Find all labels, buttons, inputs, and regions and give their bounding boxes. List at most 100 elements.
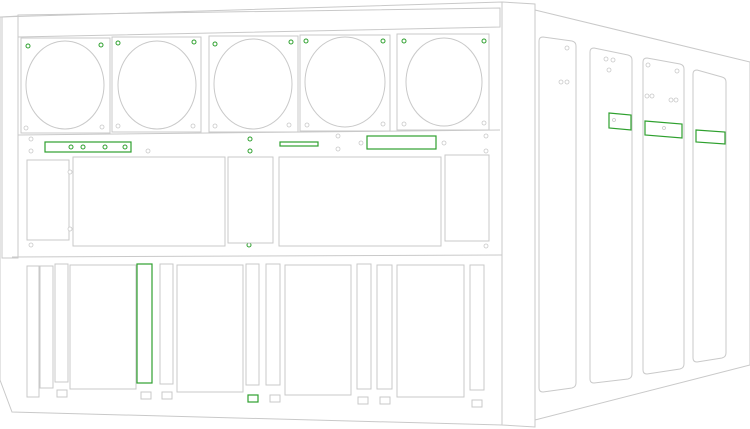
side-slots [538,36,727,393]
side-handle[interactable] [695,129,726,145]
drive-bay[interactable] [376,264,393,390]
screw [645,62,651,68]
drive-bay[interactable] [396,264,465,398]
drive-bay[interactable] [69,264,137,390]
middle-section [26,133,490,249]
front-panel-outline [0,1,503,426]
module-bay[interactable] [72,156,226,247]
screw [67,226,73,232]
drive-bay[interactable] [26,265,40,398]
screw [662,126,666,130]
fan-1-rotor [25,40,105,130]
drive-bay[interactable] [176,264,244,393]
fan-screw [99,124,105,130]
module-bay[interactable] [278,156,442,247]
screw [674,68,680,74]
module-bay[interactable] [26,159,70,241]
indicator-led [247,136,253,142]
screw [558,79,564,85]
fan-screw [380,38,386,44]
fan-screw [212,123,218,129]
latch[interactable] [140,391,152,400]
latch[interactable] [269,394,281,403]
screw [668,97,674,103]
screw [564,79,570,85]
fan-1 [20,37,111,134]
lower-section [26,263,485,408]
screw [564,45,570,51]
indicator-strip[interactable] [44,141,132,153]
fan-screw [380,121,386,127]
screw [610,57,616,63]
fan-screw [115,123,121,129]
drive-bay[interactable] [245,263,260,386]
fan-2 [111,36,202,133]
fan-screw [401,38,407,44]
screw [612,118,616,122]
fan-screw [25,43,31,49]
module-bay[interactable] [444,154,490,242]
side-handle[interactable] [608,112,632,131]
indicator-led [247,148,253,154]
label-panel[interactable] [366,135,437,150]
side-handle[interactable] [644,120,683,139]
fan-screw [481,120,487,126]
screw [335,133,341,139]
indicator-led [68,144,74,150]
screw [67,169,73,175]
fan-screw [288,39,294,45]
latch[interactable] [471,399,483,408]
latch-selected[interactable] [247,394,259,403]
fan-5 [396,33,490,131]
front-pillar [501,1,536,428]
drive-bay[interactable] [356,263,372,390]
fan-4-rotor [304,36,386,128]
top-rail [17,7,501,38]
fan-screw [481,38,487,44]
fan-screw [190,123,196,129]
fan-screw [286,122,292,128]
screw [644,93,650,99]
latch[interactable] [56,389,68,398]
drive-bay[interactable] [54,263,69,383]
side-panel [534,9,750,421]
fan-3 [208,35,299,133]
left-rail [1,15,19,259]
latch[interactable] [379,396,391,405]
drive-bay[interactable] [159,263,174,385]
screw [483,148,489,154]
fan-screw [401,121,407,127]
drive-bay-selected[interactable] [136,263,153,384]
screw [28,148,34,154]
module-bay[interactable] [227,156,274,244]
screw [606,67,612,73]
side-slot[interactable] [642,57,685,375]
fan-screw [212,41,218,47]
fan-5-rotor [405,37,483,127]
screw [28,242,34,248]
fan-row [20,33,490,134]
drive-bay[interactable] [39,265,54,389]
screw [335,146,341,152]
screw [483,243,489,249]
screw [483,133,489,139]
side-slot[interactable] [538,36,577,393]
side-slot[interactable] [692,69,727,363]
drive-bay[interactable] [469,264,485,391]
screw [649,93,655,99]
fan-4 [299,34,391,132]
indicator-led [80,144,86,150]
fan-screw [191,39,197,45]
side-slot[interactable] [589,47,633,384]
fan-screw [303,38,309,44]
indicator-led [102,144,108,150]
screw [358,140,364,146]
latch[interactable] [161,391,173,400]
latch[interactable] [357,396,369,405]
screw [673,97,679,103]
drive-bay[interactable] [284,264,352,396]
slot-connector[interactable] [279,141,319,147]
drive-bay[interactable] [265,263,281,386]
screw [441,140,447,146]
